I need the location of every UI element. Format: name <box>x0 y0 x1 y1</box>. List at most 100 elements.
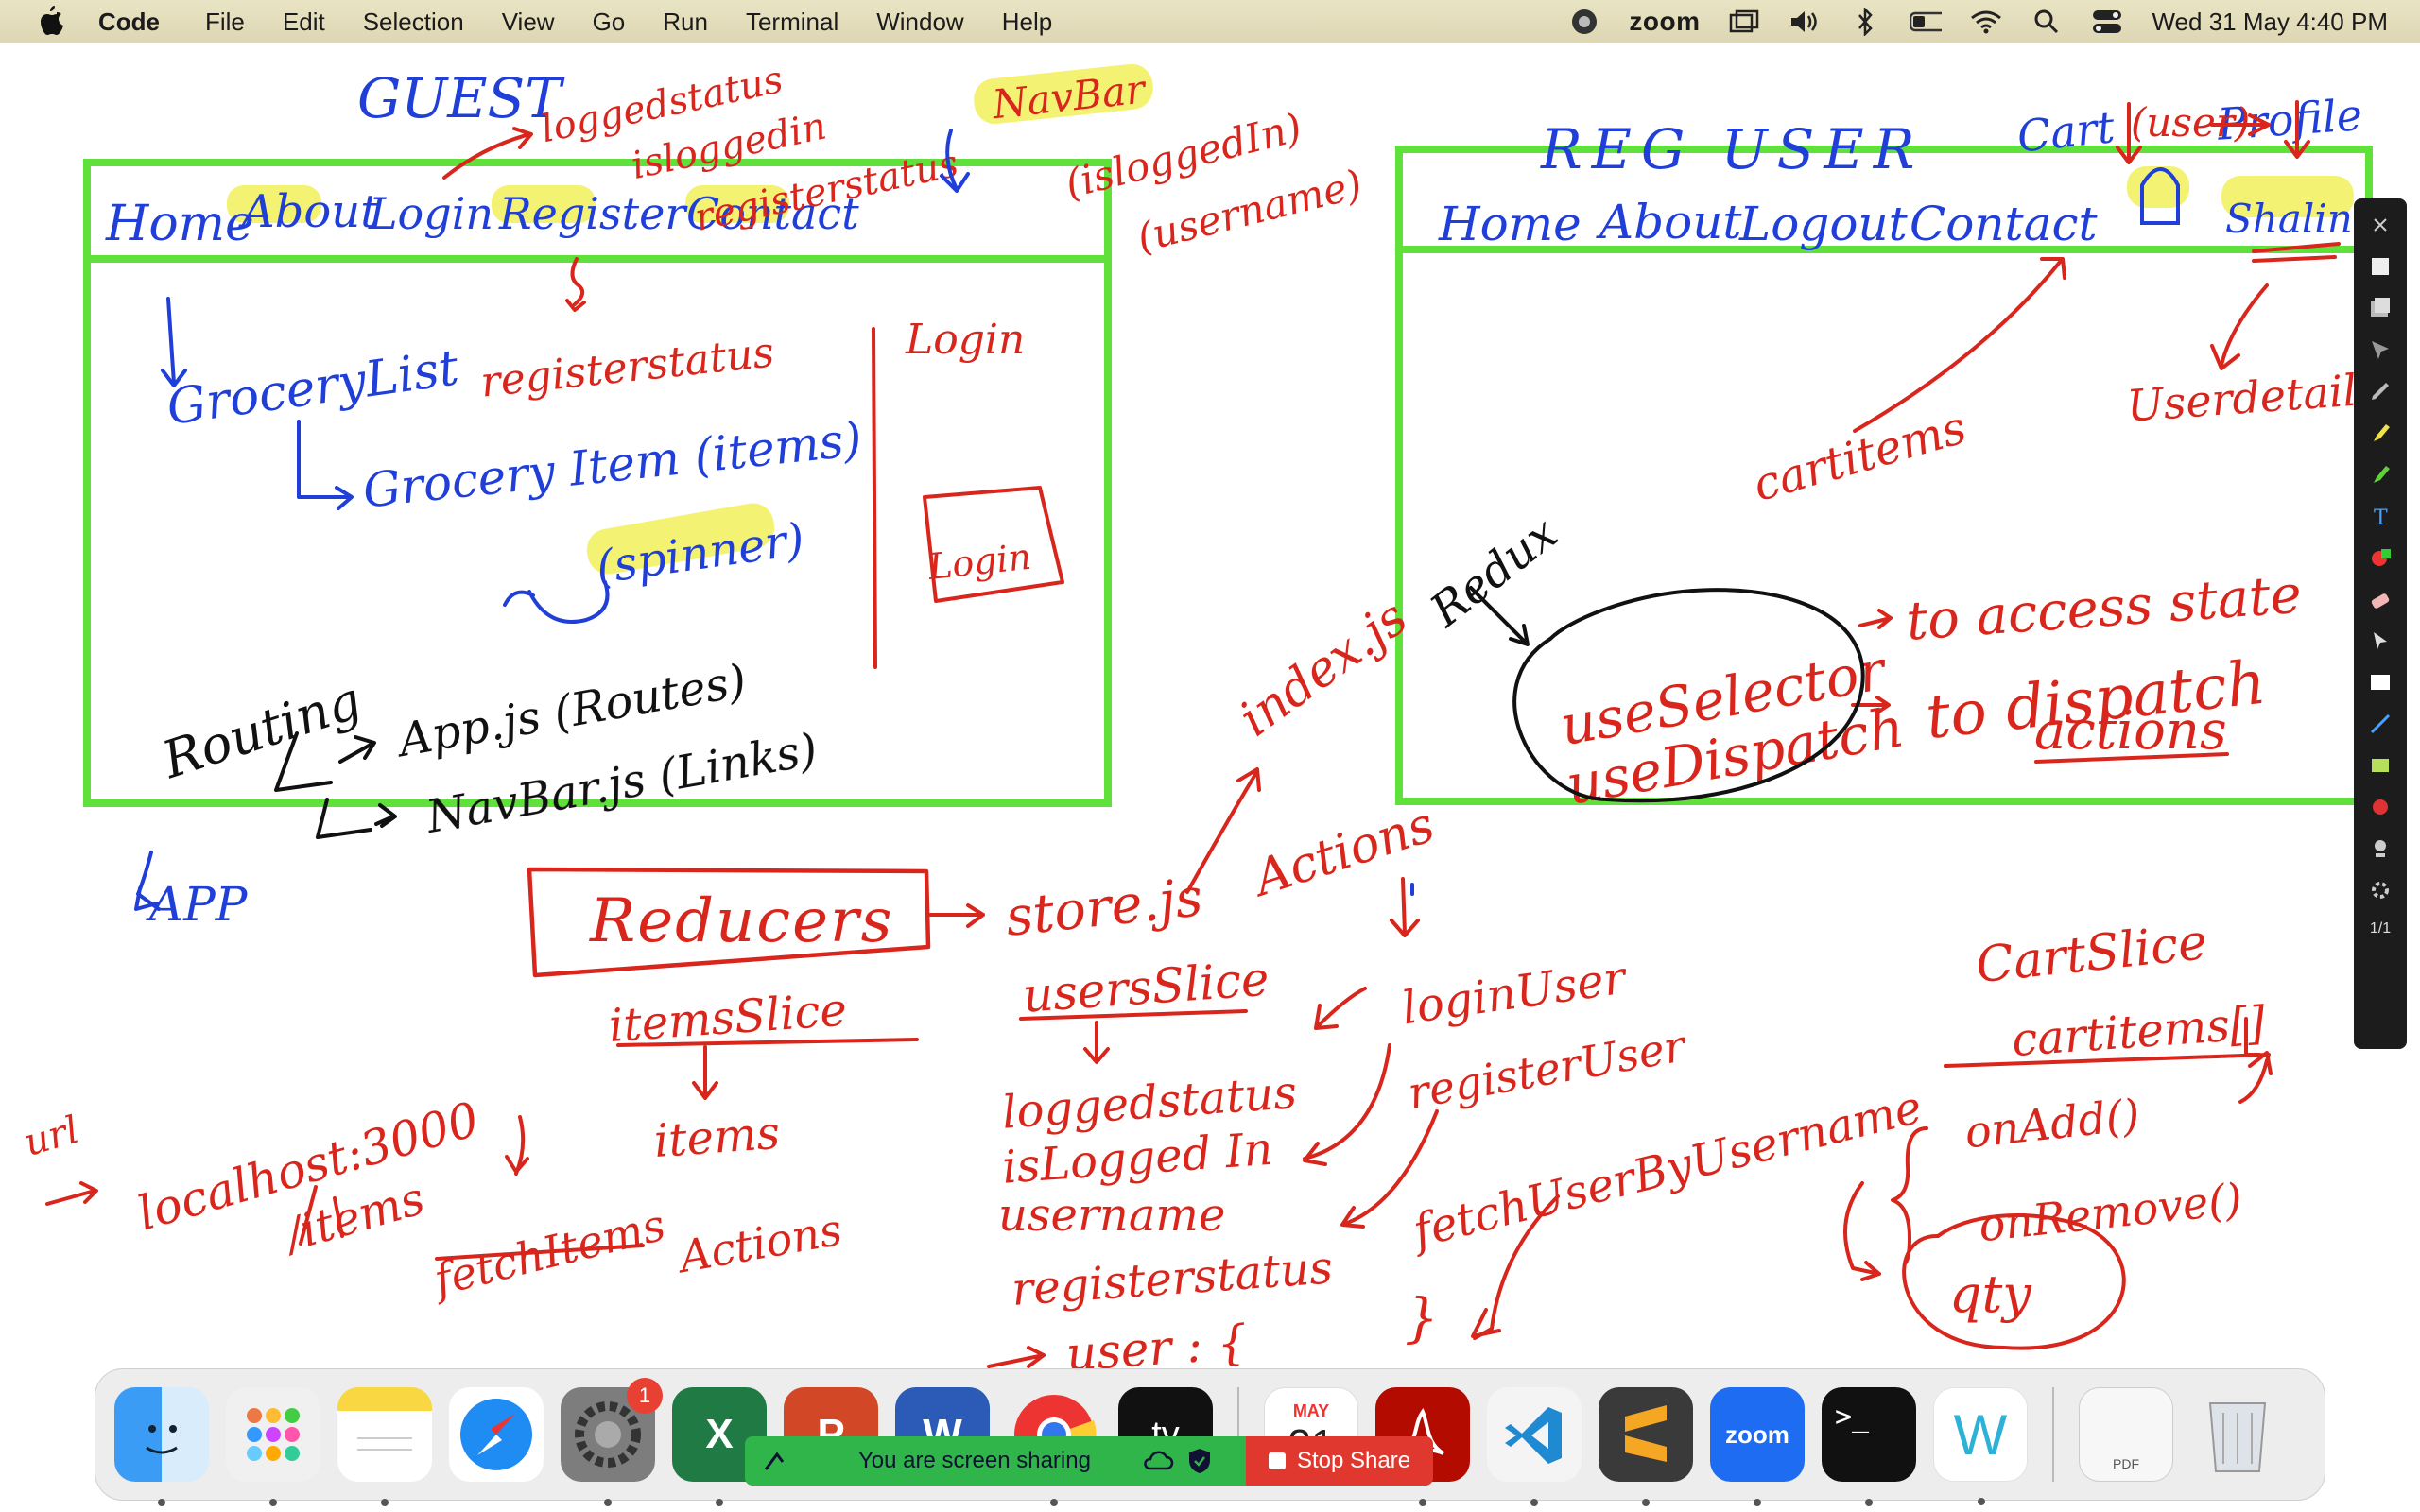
highlighter-icon[interactable] <box>2363 416 2397 450</box>
screen-recording-icon[interactable] <box>1568 8 1600 36</box>
url-label: url <box>19 1108 83 1165</box>
reg-nav-contact: Contact <box>1910 197 2098 251</box>
menu-bar: Code File Edit Selection View Go Run Ter… <box>0 0 2420 43</box>
menu-selection[interactable]: Selection <box>362 7 464 36</box>
dock-finder[interactable] <box>114 1387 209 1506</box>
reg-title: REG USER <box>1540 117 1924 181</box>
pdf-stack-label: PDF <box>2113 1456 2139 1471</box>
users-registerstatus: registerstatus <box>1010 1241 1334 1316</box>
volume-icon[interactable] <box>1789 8 1821 36</box>
guest-nav-login: Login <box>368 188 493 239</box>
calendar-month: MAY <box>1292 1400 1330 1420</box>
grocery-item-label: Grocery Item (items) <box>360 412 864 519</box>
guest-nav-register: Register <box>498 188 688 239</box>
line-tool-icon[interactable] <box>2363 707 2397 741</box>
app-label: APP <box>146 877 249 932</box>
shape-tool-icon[interactable] <box>2363 541 2397 575</box>
menu-view[interactable]: View <box>501 7 555 36</box>
notes-icon <box>357 1437 412 1451</box>
items-actions-label: Actions <box>672 1204 846 1283</box>
settings-badge: 1 <box>627 1378 663 1414</box>
whiteboard-canvas[interactable]: GUEST Home About Login Register Contact … <box>0 43 2420 1512</box>
index-label: index.js <box>1229 590 1417 748</box>
dock-separator <box>1237 1387 1239 1482</box>
access-state-label: to access state <box>1904 564 2303 653</box>
settings-gear-icon[interactable] <box>2363 873 2397 907</box>
menu-run[interactable]: Run <box>663 7 708 36</box>
marker-icon[interactable] <box>2363 457 2397 491</box>
pointer-icon[interactable] <box>2363 624 2397 658</box>
search-icon[interactable] <box>2031 8 2063 36</box>
menu-edit[interactable]: Edit <box>282 7 325 36</box>
dock-launchpad[interactable] <box>226 1387 320 1506</box>
routing-label: Routing <box>154 670 368 790</box>
dock-vscode[interactable] <box>1487 1387 1582 1506</box>
dock-notes[interactable] <box>337 1387 432 1506</box>
dock-system-settings[interactable]: 1 <box>561 1378 663 1506</box>
close-icon[interactable] <box>2363 208 2397 242</box>
panel-outlines <box>83 146 2373 807</box>
zoom-menu-extra[interactable]: zoom <box>1629 7 1701 36</box>
action-registeruser: registerUser <box>1404 1020 1691 1119</box>
reg-label-user: (user) <box>2131 99 2250 146</box>
settings-gear-app-icon <box>575 1401 641 1468</box>
grocery-list-label: GroceryList <box>164 339 462 437</box>
reg-nav-username: Shalini <box>2225 196 2365 242</box>
dock-zoom[interactable]: zoom <box>1710 1387 1805 1506</box>
drag-handle-icon[interactable] <box>760 1447 788 1475</box>
dock-terminal[interactable]: >_ <box>1822 1387 1916 1506</box>
redux-label: Redux <box>1420 507 1567 638</box>
add-page-icon[interactable] <box>2363 249 2397 284</box>
actions-label: actions <box>2034 700 2227 762</box>
finder-icon <box>146 1425 178 1454</box>
dock-pdf-stack[interactable]: PDF <box>2079 1387 2173 1482</box>
dock-trash[interactable] <box>2190 1387 2285 1482</box>
zoom-glyph: zoom <box>1725 1419 1789 1449</box>
eraser-icon[interactable] <box>2363 582 2397 616</box>
menu-window[interactable]: Window <box>876 7 964 36</box>
apple-menu-icon[interactable] <box>32 3 70 41</box>
reg-panel-blue-text: REG USER Cart Profile Home About Logout … <box>1438 89 2365 251</box>
menu-go[interactable]: Go <box>592 7 626 36</box>
guest-nav-home: Home <box>105 196 254 252</box>
battery-icon[interactable] <box>1910 8 1943 36</box>
dock-webex[interactable]: W <box>1933 1387 2028 1505</box>
action-loginuser: loginUser <box>1399 951 1632 1035</box>
onremove-label: onRemove() <box>1977 1173 2245 1251</box>
reg-label-profile: Profile <box>2215 89 2364 150</box>
stop-share-label: Stop Share <box>1296 1448 1411 1473</box>
menubar-clock[interactable]: Wed 31 May 4:40 PM <box>2152 7 2388 36</box>
whiteboard-icon[interactable] <box>2363 665 2397 699</box>
share-status[interactable]: You are screen sharing <box>745 1436 1246 1486</box>
wifi-icon[interactable] <box>1970 8 2002 36</box>
dock-safari[interactable] <box>449 1387 544 1482</box>
window-icon[interactable] <box>1728 8 1760 36</box>
dock-sublime[interactable] <box>1599 1387 1693 1506</box>
users-close-brace: } <box>1405 1288 1439 1349</box>
menu-help[interactable]: Help <box>1001 7 1053 36</box>
stop-share-button[interactable]: Stop Share <box>1246 1436 1433 1486</box>
users-username: username <box>998 1189 1225 1242</box>
control-center-icon[interactable] <box>2091 8 2123 36</box>
menu-file[interactable]: File <box>205 7 245 36</box>
bluetooth-icon[interactable] <box>1849 8 1881 36</box>
record-icon[interactable] <box>2363 790 2397 824</box>
text-tool-icon[interactable]: T <box>2363 499 2397 533</box>
fill-icon[interactable] <box>2363 748 2397 782</box>
menu-app-name[interactable]: Code <box>98 7 160 36</box>
shield-icon <box>1188 1449 1210 1473</box>
select-icon[interactable] <box>2363 333 2397 367</box>
pencil-icon[interactable] <box>2363 374 2397 408</box>
pages-icon[interactable] <box>2363 291 2397 325</box>
stop-icon <box>1268 1452 1286 1469</box>
items-label: items <box>652 1107 782 1168</box>
spotlight-icon[interactable] <box>2363 832 2397 866</box>
excel-glyph: X <box>705 1411 734 1457</box>
svg-text:T: T <box>2374 507 2388 528</box>
menu-terminal[interactable]: Terminal <box>745 7 839 36</box>
webex-glyph: W <box>1953 1402 2008 1467</box>
safari-icon <box>460 1399 532 1470</box>
reg-label-cart: Cart <box>2014 101 2118 163</box>
ink-strokes <box>45 100 2341 1368</box>
action-fetchuserbyusername: fetchUserByUsername <box>1406 1081 1927 1260</box>
